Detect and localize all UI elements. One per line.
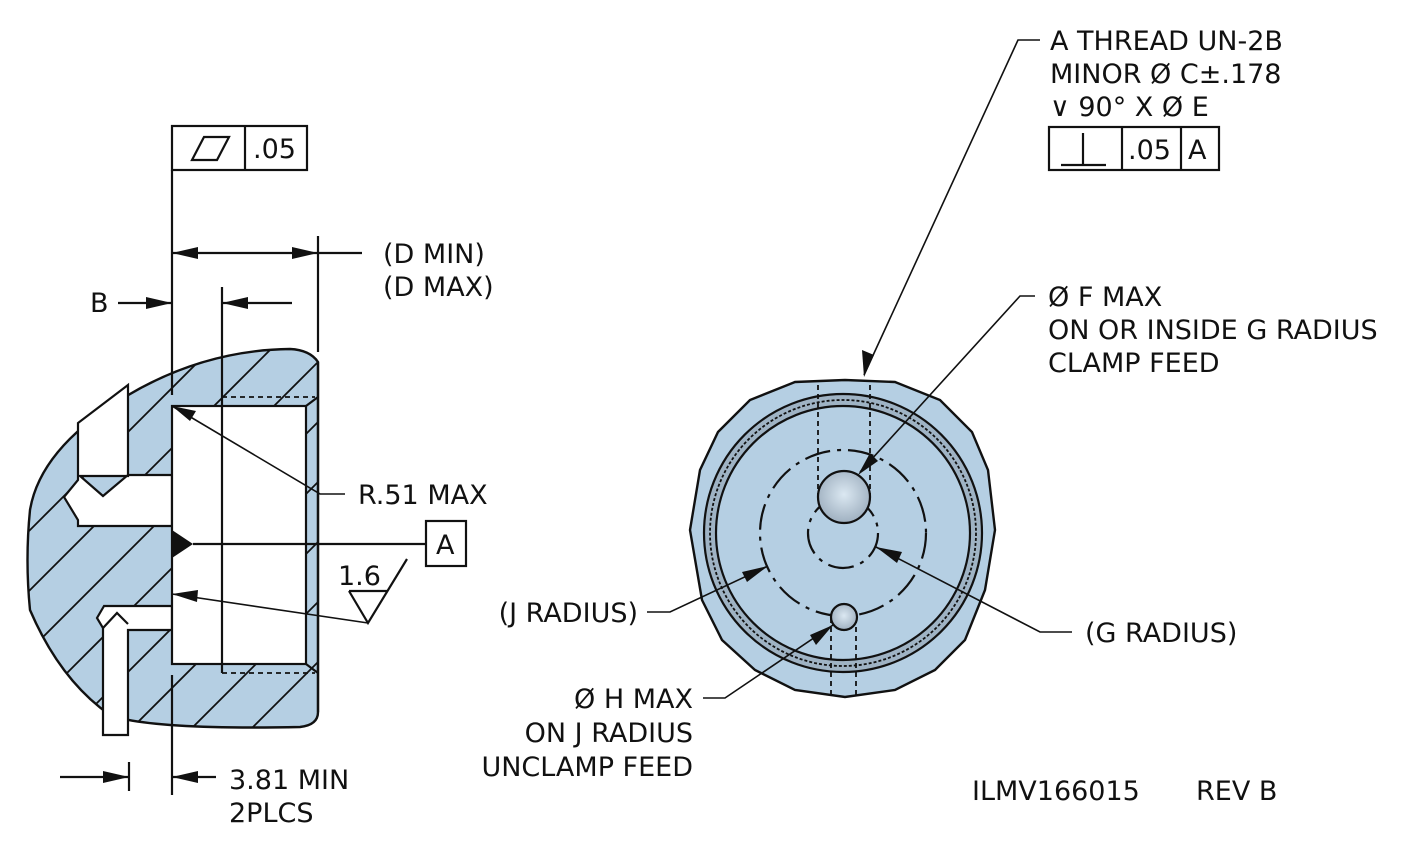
thread-note-line3: ∨ 90° X Ø E [1050,92,1209,123]
datum-label: A [436,530,455,561]
drawing-number: ILMV166015 [972,776,1140,807]
wall-dimension-qty: 2PLCS [229,798,314,829]
feed-h-note-line1: Ø H MAX [574,684,693,715]
drawing-revision: REV B [1196,776,1277,807]
feed-h-note-line3: UNCLAMP FEED [481,752,693,783]
thread-note-line2: MINOR Ø C±.178 [1050,59,1281,90]
thread-circle [709,399,977,667]
b-label: B [90,288,109,319]
bore [170,404,308,666]
inner-face [714,404,972,662]
surface-finish-symbol: 1.6 [338,558,408,626]
g-radius-leader [875,546,1072,633]
j-radius-leader [647,565,769,613]
section-view: .05 (D MIN) (D MAX) B R.51 MAX A 1.6 [26,124,494,829]
feed-f-note-line2: ON OR INSIDE G RADIUS [1048,315,1378,346]
perpendicularity-datum: A [1188,135,1207,166]
lower-groove-v [102,611,129,629]
radius-leader [171,405,345,495]
g-radius-circle [806,496,880,570]
plan-view: A THREAD UN-2B MINOR Ø C±.178 ∨ 90° X Ø … [481,26,1377,783]
flatness-tolerance: .05 [253,134,296,165]
feed-hole-h [829,602,859,632]
j-radius-circle [758,448,928,618]
g-radius-label: (G RADIUS) [1085,618,1237,649]
j-radius-label: (J RADIUS) [499,598,638,629]
surface-finish-value: 1.6 [338,561,381,592]
radius-note: R.51 MAX [358,480,488,511]
wall-dimension-value: 3.81 MIN [229,765,349,796]
feed-h-leader [703,624,834,699]
thread-note-line1: A THREAD UN-2B [1050,26,1283,57]
perpendicularity-tolerance: .05 [1128,135,1171,166]
thread-leader [863,39,1040,376]
datum-triangle [172,530,193,558]
feed-f-note-line1: Ø F MAX [1048,282,1162,313]
feed-f-leader [859,295,1035,473]
d-max-label: (D MAX) [383,272,494,303]
flatness-icon [190,135,231,162]
datum-box [424,519,468,568]
surface-finish-leader [171,593,369,624]
perpendicularity-frame: .05 A [1047,125,1221,172]
feed-h-note-line2: ON J RADIUS [525,718,693,749]
perpendicularity-icon [1061,133,1106,167]
d-min-label: (D MIN) [383,239,485,270]
feed-hole-f [816,469,872,525]
flatness-frame: .05 [170,124,309,172]
feed-f-note-line3: CLAMP FEED [1048,348,1220,379]
